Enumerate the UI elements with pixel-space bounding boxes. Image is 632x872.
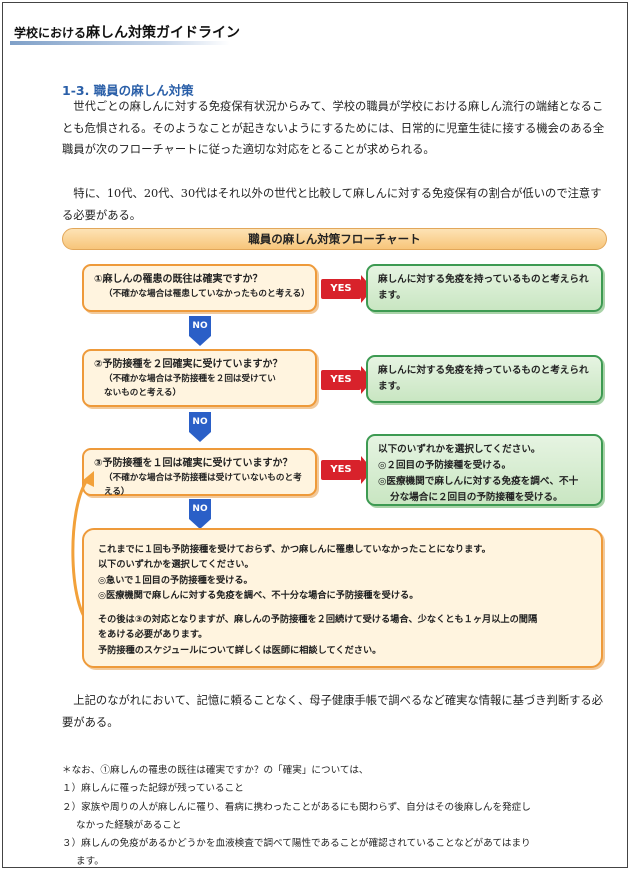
yes-arrow-3: YES [321,456,373,484]
answer-3-line-4: 分な場合に２回目の予防接種を受ける。 [390,492,563,503]
section-title: 1-3. 職員の麻しん対策 [62,83,194,98]
header-underline [10,41,230,45]
answer-box-1: 麻しんに対する免疫を持っているものと考えられます。 [366,264,603,312]
header-prefix: 学校における [14,26,87,40]
final-line-5: その後は③の対応となりますが、麻しんの予防接種を２回続けて受ける場合、少なくとも… [98,614,538,626]
down-arrow-icon [189,519,211,529]
answer-3-line-2: ◎２回目の予防接種を受ける。 [378,460,512,471]
question-3-text: ③予防接種を１回は確実に受けていますか？ [94,458,293,469]
question-3-note: （不確かな場合は予防接種は受けていないものと考える） [104,473,302,497]
answer-box-3: 以下のいずれかを選択してください。 ◎２回目の予防接種を受ける。 ◎医療機関で麻… [366,434,603,506]
header-main-title: 麻しん対策ガイドライン [86,25,241,41]
final-spacer [98,603,587,612]
note-2-line-1: ２）家族や周りの人が麻しんに罹り、看病に携わったことがあるにも関わらず、自分はそ… [62,801,531,813]
paragraph-1: 世代ごとの麻しんに対する免疫保有状況からみて、学校の職員が学校における麻しん流行… [62,100,605,156]
no-arrow-2: NO [189,412,211,442]
final-line-3: ◎急いで１回目の予防接種を受ける。 [98,574,253,586]
no-label-1: NO [189,316,211,336]
question-box-1: ①麻しんの罹患の既往は確実ですか？ （不確かな場合は罹患していなかったものと考え… [82,264,317,312]
flowchart-title: 職員の麻しん対策フローチャート [62,228,607,250]
final-line-4: ◎医療機関で麻しんに対する免疫を調べ、不十分な場合に予防接種を受ける。 [98,589,419,601]
running-header: 学校における麻しん対策ガイドライン [10,18,240,45]
question-box-3: ③予防接種を１回は確実に受けていますか？ （不確かな場合は予防接種は受けていない… [82,448,317,497]
yes-arrow-2: YES [321,366,373,394]
no-label-2: NO [189,412,211,432]
no-label-3: NO [189,499,211,519]
question-box-2: ②予防接種を２回確実に受けていますか？ （不確かな場合は予防接種を２回は受けてい… [82,349,317,407]
question-1-note: （不確かな場合は罹患していなかったものと考える） [104,289,310,299]
note-2-line-2: なかった経験があること [76,819,182,831]
yes-arrow-1: YES [321,275,373,303]
notes-intro: ＊なお、①麻しんの罹患の既往は確実ですか？の「確実」については、 [62,765,369,776]
paragraph-3: 上記のながれにおいて、記憶に頼ることなく、母子健康手帳で調べるなど確実な情報に基… [62,694,604,729]
paragraph-2: 特に、10代、20代、30代はそれ以外の世代と比較して麻しんに対する免疫保有の割… [62,187,602,222]
final-line-7: 予防接種のスケジュールについて詳しくは医師に相談してください。 [98,644,382,656]
question-1-text: ①麻しんの罹患の既往は確実ですか？ [94,274,263,285]
question-2-note-2: ないものと考える） [104,388,182,398]
answer-3-line-3: ◎医療機関で麻しんに対する免疫を調べ、不十 [378,476,579,487]
final-instruction-box: これまでに１回も予防接種を受けておらず、かつ麻しんに罹患していなかったことになり… [82,528,603,668]
question-2-note-1: （不確かな場合は予防接種を２回は受けてい [104,374,276,384]
final-line-2: 以下のいずれかを選択してください。 [98,559,254,571]
answer-3-line-1: 以下のいずれかを選択してください。 [378,444,541,455]
down-arrow-icon [189,336,211,346]
note-3-line-2: ます。 [76,856,104,868]
final-line-6: をあける必要があります。 [98,629,208,641]
no-arrow-1: NO [189,316,211,346]
final-line-1: これまでに１回も予防接種を受けておらず、かつ麻しんに罹患していなかったことになり… [98,544,491,555]
question-2-text: ②予防接種を２回確実に受けていますか？ [94,359,283,370]
header-title: 学校における麻しん対策ガイドライン [14,22,240,42]
note-3-line-1: ３）麻しんの免疫があるかどうかを血液検査で調べて陽性であることが確認されているこ… [62,838,531,850]
no-arrow-3: NO [189,499,211,529]
answer-box-2: 麻しんに対する免疫を持っているものと考えられます。 [366,355,603,403]
down-arrow-icon [189,432,211,442]
note-1: １）麻しんに罹った記録が残っていること [62,783,244,795]
notes-section: ＊なお、①麻しんの罹患の既往は確実ですか？の「確実」については、 １）麻しんに罹… [62,762,612,872]
